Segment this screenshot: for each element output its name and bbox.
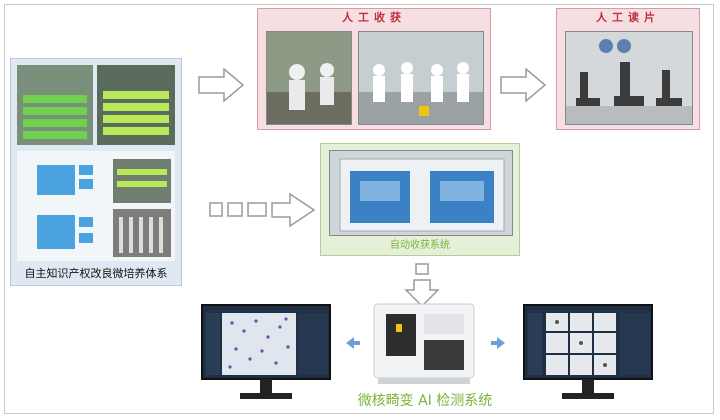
analyzer-icon <box>373 303 475 384</box>
monitor-icon <box>523 304 653 399</box>
harvest-photo-1 <box>266 31 352 125</box>
auto-harvest-box: 自动收获系统 <box>320 143 520 256</box>
reading-photo <box>565 31 693 125</box>
culture-system-panel: 自主知识产权改良微培养体系 <box>10 58 182 286</box>
culture-system-label: 自主知识产权改良微培养体系 <box>24 267 168 280</box>
arrow-down-icon <box>404 263 440 308</box>
arrow-right-icon <box>500 68 546 102</box>
arrow-right-icon <box>491 337 505 349</box>
culture-photos <box>17 65 175 261</box>
harvest-photo-2 <box>358 31 484 125</box>
manual-reading-title: 人工读片 <box>596 11 660 24</box>
auto-harvest-photo <box>329 150 513 236</box>
manual-harvest-title: 人工收获 <box>342 11 406 24</box>
arrow-right-icon <box>209 192 316 228</box>
monitor-icon <box>201 304 331 399</box>
ai-detection-label: 微核畸变 AI 检测系统 <box>357 393 493 409</box>
arrow-left-icon <box>346 337 360 349</box>
auto-harvest-title: 自动收获系统 <box>390 240 450 251</box>
manual-reading-box: 人工读片 <box>556 8 700 130</box>
manual-harvest-box: 人工收获 <box>257 8 491 130</box>
arrow-right-icon <box>198 68 244 102</box>
